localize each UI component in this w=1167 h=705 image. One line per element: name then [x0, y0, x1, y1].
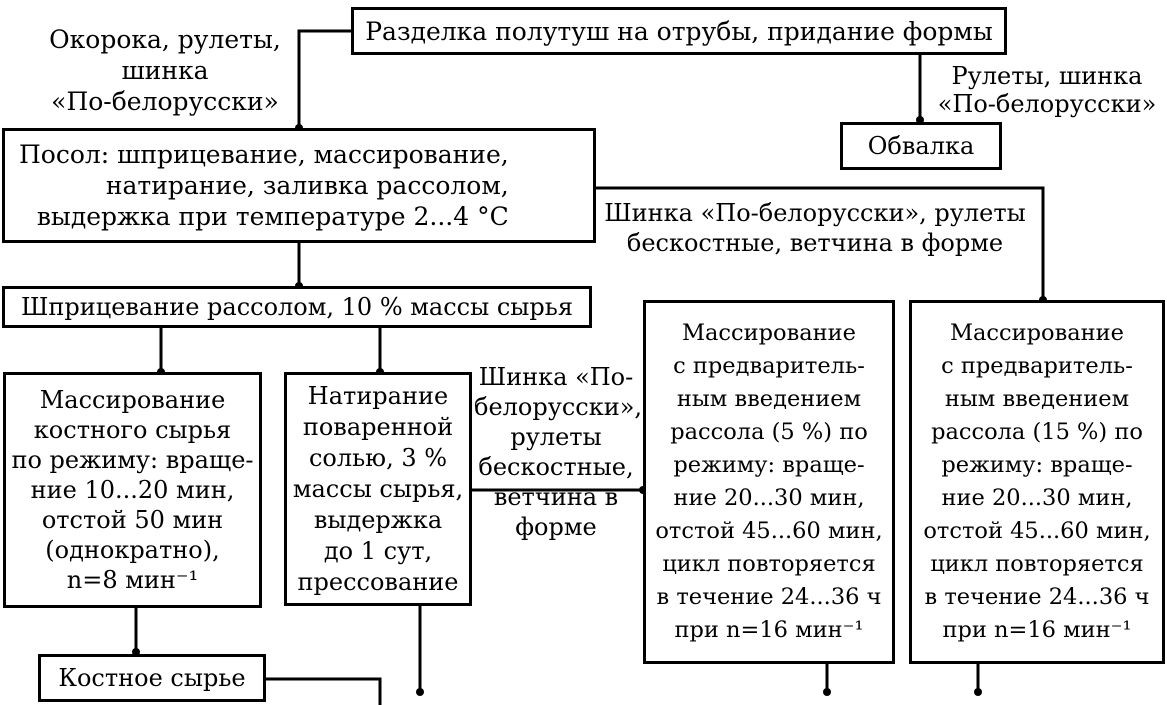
box-injection: Шприцевание рассолом, 10 % массы сырья	[2, 286, 592, 328]
box-salting-text: Посол: шприцевание, массирование, натира…	[19, 140, 509, 231]
box-massage-15: Массирование с предваритель- ным введени…	[909, 300, 1165, 664]
box-massage-bone-text: Массирование костного сырья по режиму: в…	[11, 386, 254, 594]
box-bone-raw: Костное сырье	[38, 654, 266, 702]
box-massage-bone: Массирование костного сырья по режиму: в…	[3, 372, 262, 608]
box-deboning: Обвалка	[840, 122, 1002, 170]
box-salting: Посол: шприцевание, массирование, натира…	[2, 128, 596, 243]
box-injection-text: Шприцевание рассолом, 10 % массы сырья	[21, 292, 573, 321]
box-bone-raw-text: Костное сырье	[58, 663, 246, 692]
box-cutting-text: Разделка полутуш на отрубы, придание фор…	[365, 16, 993, 46]
box-massage-5-text: Массирование с предваритель- ным введени…	[655, 320, 883, 643]
label-hams: Окорока, рулеты, шинка «По-белорусски»	[49, 25, 281, 116]
box-rubbing: Натирание поваренной солью, 3 % массы сы…	[284, 372, 472, 606]
label-ham-middle: Шинка «По- белорусски», рулеты бескостны…	[474, 363, 643, 541]
line-cutting-to-salting	[295, 29, 351, 132]
box-rubbing-text: Натирание поваренной солью, 3 % массы сы…	[292, 381, 464, 596]
box-massage-15-text: Массирование с предваритель- ным введени…	[923, 320, 1151, 643]
line-salting-to-massage-15	[596, 186, 1047, 304]
line-bone-raw-out	[266, 677, 382, 705]
box-deboning-text: Обвалка	[867, 131, 975, 160]
box-cutting: Разделка полутуш на отрубы, придание фор…	[351, 7, 1007, 55]
label-ham-right: Шинка «По-белорусски», рулеты бескостные…	[604, 199, 1026, 257]
label-rolls-top: Рулеты, шинка «По-белорусски»	[937, 62, 1157, 118]
box-massage-5: Массирование с предваритель- ным введени…	[643, 300, 895, 664]
